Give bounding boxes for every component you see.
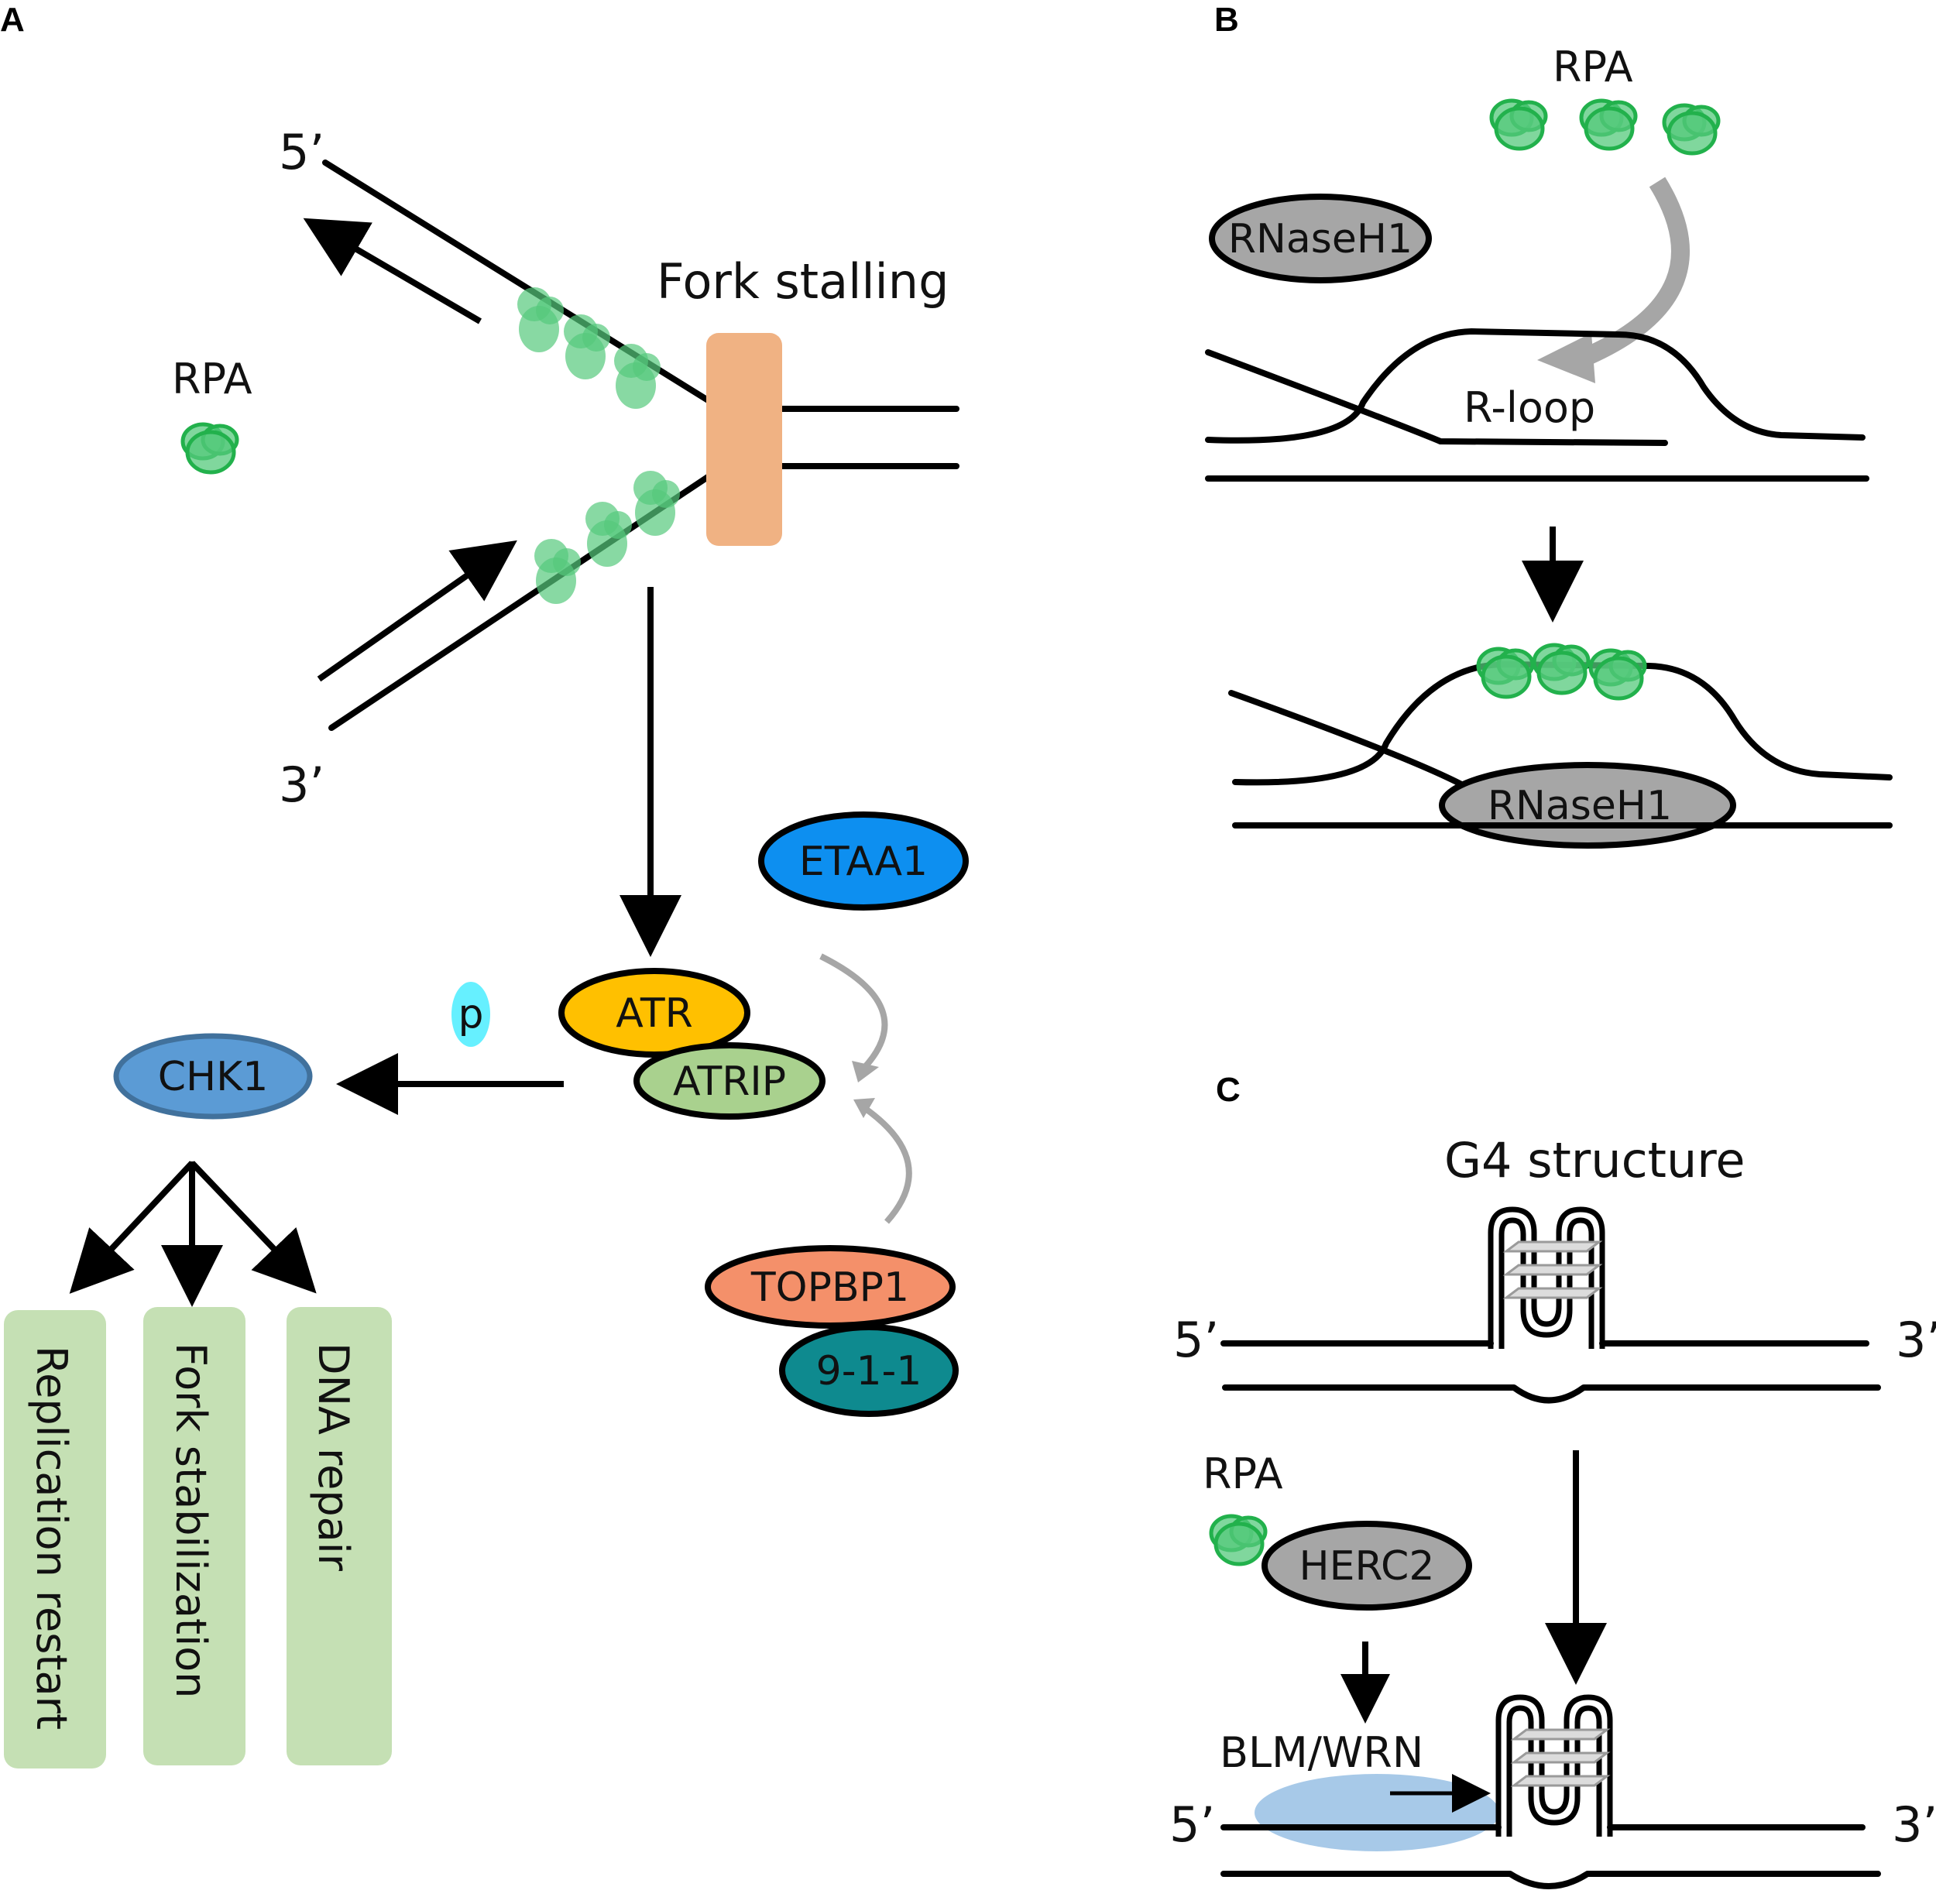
rpa-icon-c: [1211, 1516, 1265, 1564]
r-loop-rna-strand: [1205, 349, 1668, 446]
outcome-replication-restart: Replication restart: [27, 1346, 76, 1730]
nascent-strand-arrow-bottom: [317, 540, 517, 682]
rpa-bound-6: [534, 539, 581, 604]
panel-c-letter: C: [1216, 1071, 1241, 1109]
outcome-arrow-1: [69, 1161, 194, 1294]
rpa-icon-b-3: [1664, 105, 1718, 153]
three-prime-label-c-bottom: 3’: [1892, 1796, 1936, 1853]
etaa1-ellipse: [758, 811, 969, 911]
fork-stalling-label: Fork stalling: [657, 253, 949, 310]
herc2-label: HERC2: [1299, 1543, 1435, 1590]
rpa-label-c: RPA: [1203, 1449, 1283, 1498]
panel-c: C G4 structure 5’ 3’ RPA HERC2 BLM/WRN 5…: [1169, 1071, 1936, 1889]
blm-wrn-ellipse: [1255, 1774, 1499, 1851]
five-prime-label-a: 5’: [279, 124, 324, 180]
rpa-bound-b-3: [1591, 650, 1645, 698]
five-prime-label-c-top: 5’: [1173, 1312, 1219, 1368]
g4-structure-bottom: [1498, 1697, 1610, 1837]
atr-ellipse: [558, 968, 750, 1058]
three-prime-label-c-top: 3’: [1896, 1312, 1936, 1368]
r-loop-label: R-loop: [1464, 383, 1595, 432]
nine-one-one-label: 9-1-1: [816, 1348, 922, 1395]
outcome-box-3: [287, 1307, 392, 1765]
rpa-label-a: RPA: [172, 355, 252, 403]
g4-structure-label: G4 structure: [1444, 1132, 1745, 1189]
outcome-arrow-3: [190, 1161, 317, 1294]
rpa-bound-1: [517, 287, 564, 352]
panel-a: A Fork stalling 5’ 3’ RPA ETAA1 ATR ATR: [0, 1, 969, 1768]
rpa-recruit-arrowhead: [1537, 333, 1595, 383]
rpa-bound-3: [614, 344, 661, 409]
chk1-ellipse: [113, 1033, 313, 1120]
rpa-bound-b-1: [1478, 649, 1533, 697]
outcome-fork-stabilization: Fork stabilization: [166, 1343, 215, 1698]
rpa-bound-2: [564, 314, 610, 379]
rpa-icon-a: [183, 424, 237, 472]
chk1-label: CHK1: [158, 1054, 269, 1100]
topbp1-label: TOPBP1: [750, 1264, 909, 1311]
rpa-bound-5: [585, 502, 632, 567]
rpa-label-b: RPA: [1553, 43, 1633, 91]
g4-structure-top: [1491, 1209, 1602, 1349]
etaa1-label: ETAA1: [799, 839, 928, 885]
atrip-label: ATRIP: [673, 1058, 786, 1105]
rpa-icon-b-2: [1581, 101, 1636, 149]
g4-top-complement: [1222, 1384, 1881, 1404]
g4-bottom-complement: [1220, 1871, 1881, 1889]
phosphate-icon: [451, 982, 490, 1047]
outcome-box-2: [143, 1307, 245, 1765]
topbp1-ellipse: [705, 1245, 956, 1329]
rnaseh1-label-top: RNaseH1: [1228, 216, 1413, 262]
rpa-recruit-arrow: [1584, 177, 1690, 365]
rnaseh1-ellipse-top: [1209, 194, 1432, 283]
panel-a-letter: A: [0, 1, 25, 39]
phosphate-label: p: [458, 991, 483, 1038]
rpa-icon-b-1: [1491, 101, 1546, 149]
topbp1-curved-arrowhead: [853, 1098, 875, 1118]
rpa-bound-4: [633, 471, 680, 536]
blm-wrn-label: BLM/WRN: [1220, 1728, 1423, 1777]
three-prime-label-a: 3’: [279, 756, 324, 813]
r-loop-displaced-strand: [1205, 328, 1866, 444]
etaa1-curved-arrowhead: [852, 1061, 879, 1082]
fork-stall-block: [706, 333, 782, 546]
rpa-bound-b-2: [1534, 645, 1588, 693]
topbp1-curved-arrow: [861, 1104, 912, 1224]
panel-b: B RPA RNaseH1 R-loop RNaseH1: [1205, 1, 1893, 849]
outcome-box-1: [4, 1310, 106, 1768]
etaa1-curved-arrow: [819, 953, 888, 1071]
atrip-ellipse: [633, 1042, 826, 1120]
atr-label: ATR: [616, 990, 692, 1037]
outcome-dna-repair: DNA repair: [309, 1343, 358, 1572]
nine-one-one-ellipse: [779, 1324, 959, 1417]
nascent-strand-arrow-top: [303, 218, 482, 324]
panel-b-letter: B: [1214, 1, 1239, 39]
five-prime-label-c-bottom: 5’: [1169, 1796, 1215, 1853]
herc2-ellipse: [1261, 1521, 1472, 1611]
rnaseh1-label-bottom: RNaseH1: [1488, 783, 1672, 829]
